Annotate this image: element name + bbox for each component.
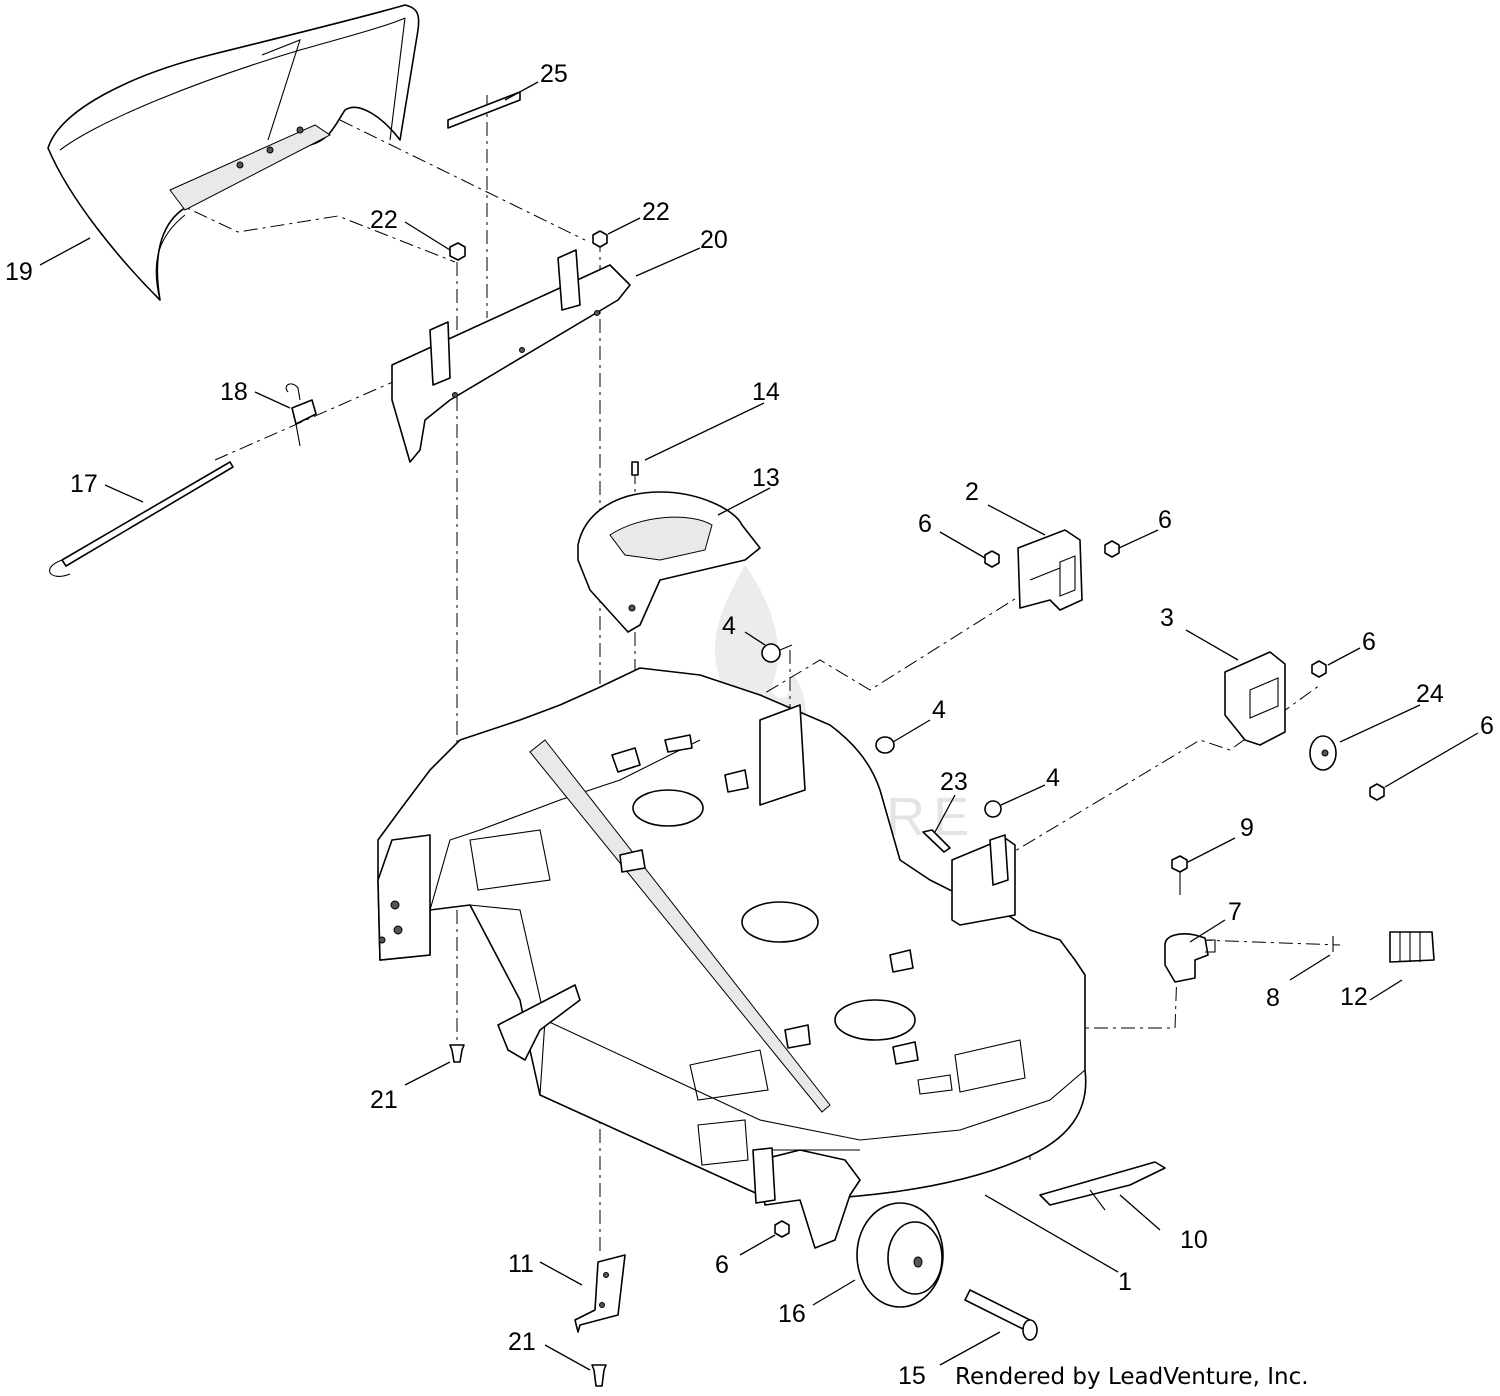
- callout-9: 9: [1240, 814, 1254, 842]
- credit-text: Rendered by LeadVenture, Inc.: [955, 1364, 1309, 1390]
- bolt-4: [761, 643, 1002, 818]
- callout-12: 12: [1340, 983, 1368, 1011]
- mower-deck: [377, 667, 1087, 1249]
- callout-1: 1: [1118, 1268, 1132, 1296]
- callout-25: 25: [540, 60, 568, 88]
- callout-6-bracket: 6: [1362, 628, 1376, 656]
- callout-21-lower: 21: [508, 1328, 536, 1356]
- callout-18: 18: [220, 378, 248, 406]
- bolt-21: [449, 1044, 607, 1387]
- callout-4-upper: 4: [722, 612, 736, 640]
- callout-4-middle: 4: [932, 696, 946, 724]
- callout-8: 8: [1266, 984, 1280, 1012]
- callout-11: 11: [508, 1250, 534, 1278]
- callout-22-right: 22: [642, 198, 670, 226]
- nut-22: [449, 230, 608, 261]
- callout-20: 20: [700, 226, 728, 254]
- nut-6: [774, 540, 1385, 1238]
- grease-fitting-elbow: [1164, 933, 1216, 983]
- callout-23: 23: [940, 768, 968, 796]
- bracket-2: [1017, 529, 1083, 611]
- discharge-chute: [47, 4, 420, 301]
- leader-lines: [39, 81, 1479, 1371]
- callout-14: 14: [752, 378, 780, 406]
- callout-10: 10: [1180, 1226, 1208, 1254]
- chute-mount-plate: [391, 249, 631, 463]
- callout-13: 13: [752, 464, 780, 492]
- caster-wheel: [856, 1202, 944, 1308]
- callout-labels: 1 2 3 4 4 4 6 6 6 6 6 7 8 9 10 11 12 13 …: [5, 60, 1494, 1390]
- callout-21-upper: 21: [370, 1086, 398, 1114]
- callout-15: 15: [898, 1362, 926, 1390]
- deck-cover: [577, 491, 761, 633]
- bracket-3: [1224, 651, 1286, 746]
- torsion-spring: [285, 383, 317, 447]
- screw-14: [631, 461, 639, 476]
- hinge-rod: [49, 461, 234, 577]
- callout-6-right: 6: [1158, 506, 1172, 534]
- callout-19: 19: [5, 258, 33, 286]
- callout-6-caster: 6: [715, 1251, 729, 1279]
- callout-22-left: 22: [370, 206, 398, 234]
- washer: [1309, 735, 1337, 771]
- callout-2: 2: [965, 478, 979, 506]
- decal: [447, 91, 521, 129]
- callout-6-left: 6: [918, 510, 932, 538]
- callout-7: 7: [1228, 898, 1242, 926]
- quick-coupler: [1389, 931, 1435, 963]
- axle-bolt: [964, 1289, 1038, 1341]
- callout-6-far: 6: [1480, 712, 1494, 740]
- callout-3: 3: [1160, 604, 1174, 632]
- callout-17: 17: [70, 470, 98, 498]
- callout-4-lower: 4: [1046, 764, 1060, 792]
- baffle: [1039, 1161, 1166, 1211]
- bracket-11: [574, 1254, 626, 1333]
- callout-24: 24: [1416, 680, 1444, 708]
- callout-16: 16: [778, 1300, 806, 1328]
- bolt-23: [922, 829, 951, 853]
- screw-9: [1171, 855, 1188, 895]
